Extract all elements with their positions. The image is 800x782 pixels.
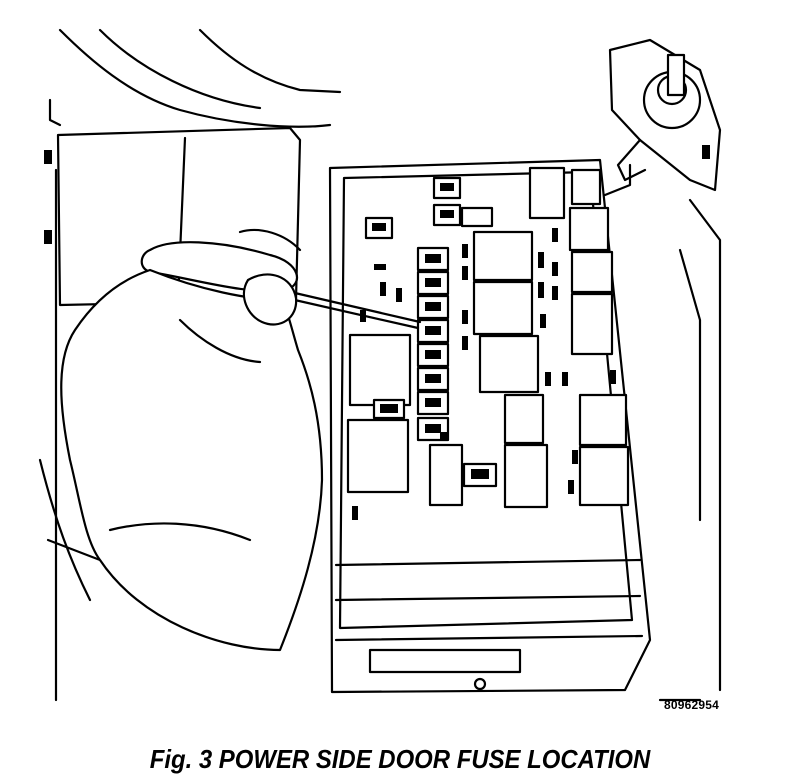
small-fuses [352,176,616,520]
trim-panel-lines [38,28,722,702]
hand-with-test-probe [60,228,422,652]
figure-caption: Fig. 3 POWER SIDE DOOR FUSE LOCATION [149,744,651,774]
fuse-location-illustration [38,28,722,702]
fuse-relay-center [328,158,652,694]
door-latch-mechanism [603,38,722,197]
fuse-column [416,246,450,442]
figure-code: 80962954 [664,698,719,712]
